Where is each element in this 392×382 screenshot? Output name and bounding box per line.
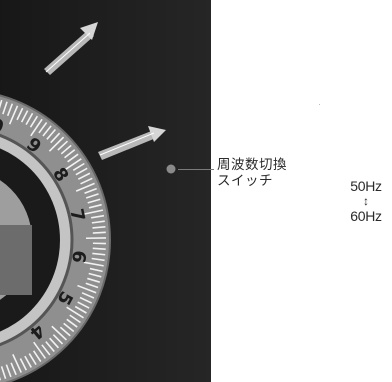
dial-tick [77,284,97,294]
dial-tick [48,136,65,152]
dial-tick [92,231,106,234]
dial-tick [92,252,106,256]
upper-pointer-pin [44,22,98,75]
dial-tick [52,334,64,345]
dial-tick [83,209,104,216]
dial-tick [59,326,71,337]
dial-tick [20,110,29,123]
dial-tick [91,257,105,262]
callout-label-line-2: スイッチ [217,173,273,188]
dial-tick [75,182,95,192]
dial-tick [19,358,27,371]
dial-tick [77,172,91,180]
dial-tick [5,364,12,378]
dial-tick [87,277,100,283]
dial-tick [91,214,105,219]
dial-tick [69,314,81,324]
dial-tick [67,153,79,163]
dial-tick [89,267,103,273]
dial-tick [29,115,39,128]
dial-tick [77,301,90,309]
dial-tick [0,99,3,109]
lower-pointer-pin [98,126,166,160]
up-down-arrow-icon: ↕ [363,194,369,208]
dial-tick [16,107,24,121]
dial-tick [57,140,69,151]
dial-tick [6,103,14,117]
dial-tick [12,354,22,373]
dial-tick [10,362,17,376]
dial-tick [85,193,99,199]
dial-tick [63,322,75,333]
dial-tick [2,101,8,115]
dial-tick [75,167,88,176]
frequency-50hz: 50Hz [350,178,382,194]
dial-tick [28,353,37,366]
dial-tick [83,261,104,267]
dial-tick [33,341,47,359]
dial-tick [88,272,102,278]
dial-tick [41,344,51,356]
dial-tick [8,105,19,125]
dial-tick [32,350,42,363]
dial-tick [66,306,84,319]
dial-tick [87,198,101,204]
dial-tick [88,203,102,209]
dial-tick [92,225,106,229]
frequency-60hz: 60Hz [350,208,382,224]
frequency-switch-label: 周波数切換 スイッチ [217,157,287,189]
dial-tick [81,292,95,299]
dial-tick [60,144,72,155]
dial-tick [42,125,52,137]
dial-tick [66,318,78,328]
dial-tick [79,296,93,304]
callout-leader-line [178,169,214,170]
dial-tick [25,112,34,125]
frequency-options: 50Hz ↕ 60Hz [344,178,388,224]
dial-tick [64,158,82,171]
dial-tick [72,162,85,171]
dial-tick [51,325,67,341]
dial-tick [84,187,97,194]
dial-tick [92,247,106,250]
dial-tick [64,149,76,159]
dial-tick [0,366,7,379]
dial-tick [50,132,61,144]
dial-tick [74,305,87,314]
dial-tick [38,122,48,134]
frequency-switch-dot [166,164,176,174]
dial-tick [46,128,57,140]
dial-tick [91,220,105,224]
dial-ticks [0,99,106,381]
dial-tick [80,177,93,185]
dial-number: 0 [0,114,6,138]
callout-label-line-1: 周波数切換 [217,157,287,172]
dial-tick [45,341,55,353]
dial-tick [30,118,43,137]
paper-speck [319,104,320,105]
dial-tick [24,355,32,368]
dial-tick [49,337,60,349]
dial-tick [85,282,99,289]
